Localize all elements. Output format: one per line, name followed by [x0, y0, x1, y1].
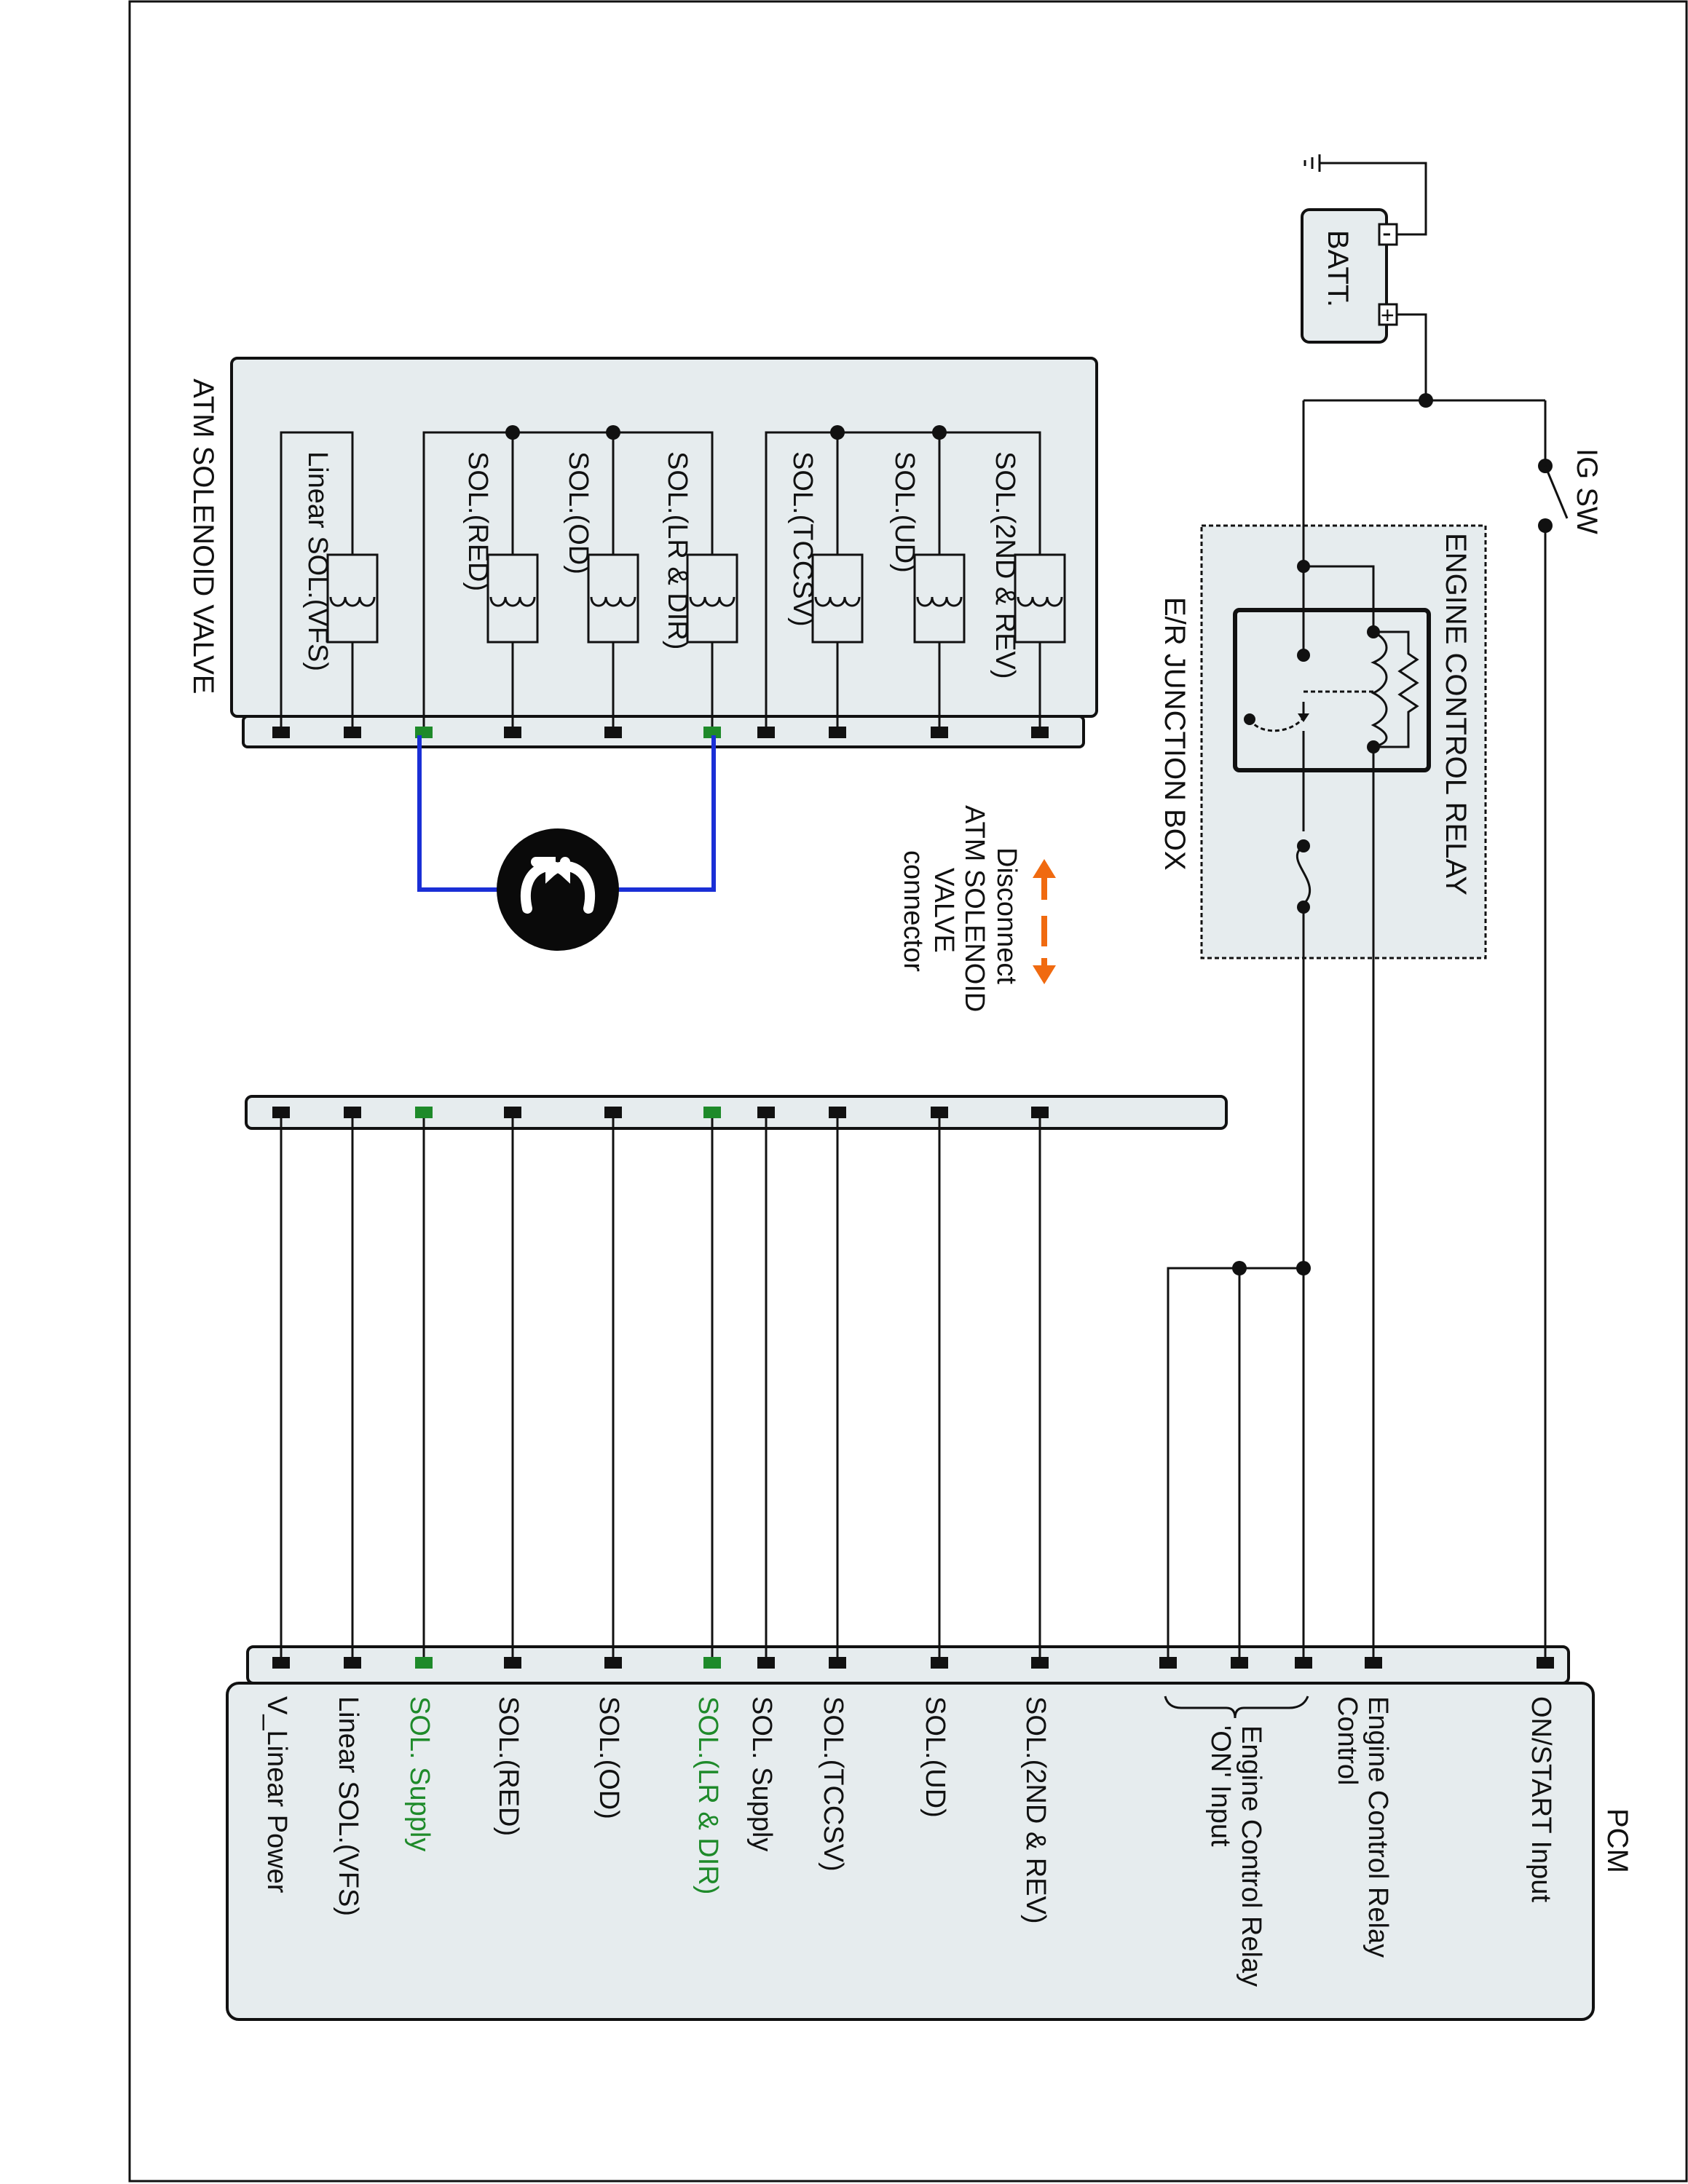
pcm-power-pins: [1159, 1657, 1554, 1669]
pcm-pin: [1031, 1657, 1049, 1669]
valve-pin: [829, 727, 846, 738]
bracket: [1164, 1696, 1309, 1719]
pcm-title: PCM: [1601, 1808, 1633, 1873]
solenoid-label: SOL.(LR & DIR): [662, 451, 693, 649]
pcm-pin-label: SOL. Supply: [746, 1696, 777, 1851]
pcm-pin: [344, 1657, 361, 1669]
pcm-pin-label: SOL.(UD): [920, 1696, 950, 1818]
page-frame: [128, 0, 1688, 2183]
pcm-pin: [272, 1657, 290, 1669]
fuse: [1295, 844, 1312, 906]
pcm-pin: [504, 1657, 521, 1669]
valve-pin: [344, 727, 361, 738]
harness-pin: [829, 1107, 846, 1118]
pcm-pin: [931, 1657, 948, 1669]
valve-pin: [931, 727, 948, 738]
pcm-pin-label: SOL.(LR & DIR): [693, 1696, 723, 1894]
harness-pin: [1031, 1107, 1049, 1118]
solenoid-coil: [686, 553, 738, 644]
disconnect-note-3: VALVE: [928, 868, 959, 953]
valve-pin: [604, 727, 622, 738]
pcm-pin: [604, 1657, 622, 1669]
valve-pin: [703, 727, 721, 738]
pcm-relay-on-label-2: 'ON' Input: [1205, 1725, 1236, 1847]
disconnect-note-4: connector: [898, 850, 928, 972]
ground-icon: [1304, 154, 1321, 172]
junction-title: E/R JUNCTION BOX: [1159, 597, 1191, 871]
pcm-pin-label: SOL.(TCCSV): [818, 1696, 848, 1872]
relay-coil: [1370, 630, 1388, 748]
pcm-pin: [829, 1657, 846, 1669]
pcm-pin-label: SOL.(RED): [493, 1696, 524, 1836]
engine-control-relay: [1233, 608, 1431, 772]
solenoid-coil: [811, 553, 864, 644]
disconnect-arrow-icon: [1033, 859, 1056, 984]
pcm-pin-label: SOL. Supply: [404, 1696, 435, 1851]
harness-pin: [931, 1107, 948, 1118]
pcm-on-start-label: ON/START Input: [1526, 1696, 1556, 1902]
harness-pin: [415, 1107, 433, 1118]
harness-pin: [604, 1107, 622, 1118]
ig-sw-label: IG SW: [1571, 448, 1603, 534]
atm-valve-title: ATM SOLENOID VALVE: [187, 379, 219, 694]
er-junction-box: ENGINE CONTROL RELAY E/R JUNCTION BOX: [1159, 524, 1487, 960]
valve-pin: [757, 727, 775, 738]
solenoid-coil: [486, 553, 539, 644]
pcm-pin: [757, 1657, 775, 1669]
pcm-pin-label: Linear SOL.(VFS): [333, 1696, 363, 1916]
solenoid-coils: Linear SOL.(VFS) SOL.(RED) SOL.(OD) SOL.(LR…: [280, 425, 1066, 727]
harness-pin: [344, 1107, 361, 1118]
pcm-relay-control-label-2: Control: [1332, 1696, 1362, 1786]
harness-pin: [703, 1107, 721, 1118]
relay-contact-arm: [1248, 718, 1304, 732]
pcm-relay-on-label-1: Engine Control Relay: [1236, 1725, 1266, 1987]
solenoid-label: SOL.(2ND & REV): [990, 451, 1020, 679]
disconnect-note-2: ATM SOLENOID: [959, 805, 990, 1012]
solenoid-label: SOL.(OD): [563, 451, 593, 574]
battery-label: BATT.: [1322, 230, 1354, 307]
valve-pin: [272, 727, 290, 738]
relay-title: ENGINE CONTROL RELAY: [1440, 533, 1472, 895]
pcm-pin: [703, 1657, 721, 1669]
battery: BATT. - +: [1301, 208, 1398, 344]
harness-connector: [245, 1095, 1228, 1130]
harness-pin: [757, 1107, 775, 1118]
disconnect-note-1: Disconnect: [991, 847, 1022, 984]
solenoid-label: Linear SOL.(VFS): [302, 451, 333, 671]
valve-pin: [1031, 727, 1049, 738]
harness-pin: [504, 1107, 521, 1118]
solenoid-label: SOL.(UD): [889, 451, 920, 573]
solenoid-coil: [326, 553, 379, 644]
harness-pin: [272, 1107, 290, 1118]
battery-neg-label: -: [1382, 218, 1392, 248]
pcm-pin-label: SOL.(OD): [593, 1696, 624, 1819]
atm-solenoid-valve-box: ATM SOLENOID VALVE: [187, 357, 1098, 748]
valve-pin: [504, 727, 521, 738]
pcm-pin: [415, 1657, 433, 1669]
ohmmeter-icon: [497, 828, 619, 951]
solenoid-coil: [587, 553, 639, 644]
pcm-pin-wires: V_Linear Power Linear SOL.(VFS) SOL. Suppl…: [261, 727, 1051, 1924]
battery-pos-label: +: [1381, 302, 1395, 328]
ig-sw-blade: [1544, 465, 1569, 519]
solenoid-coil: [1014, 553, 1066, 644]
pcm-pin-label: SOL.(2ND & REV): [1020, 1696, 1051, 1924]
relay-resistor: [1373, 630, 1419, 748]
solenoid-coil: [913, 553, 966, 644]
pcm-pin-label: V_Linear Power: [261, 1696, 292, 1894]
pcm-relay-control-label-1: Engine Control Relay: [1362, 1696, 1393, 1958]
solenoid-label: SOL.(TCCSV): [787, 451, 818, 627]
solenoid-label: SOL.(RED): [462, 451, 493, 591]
